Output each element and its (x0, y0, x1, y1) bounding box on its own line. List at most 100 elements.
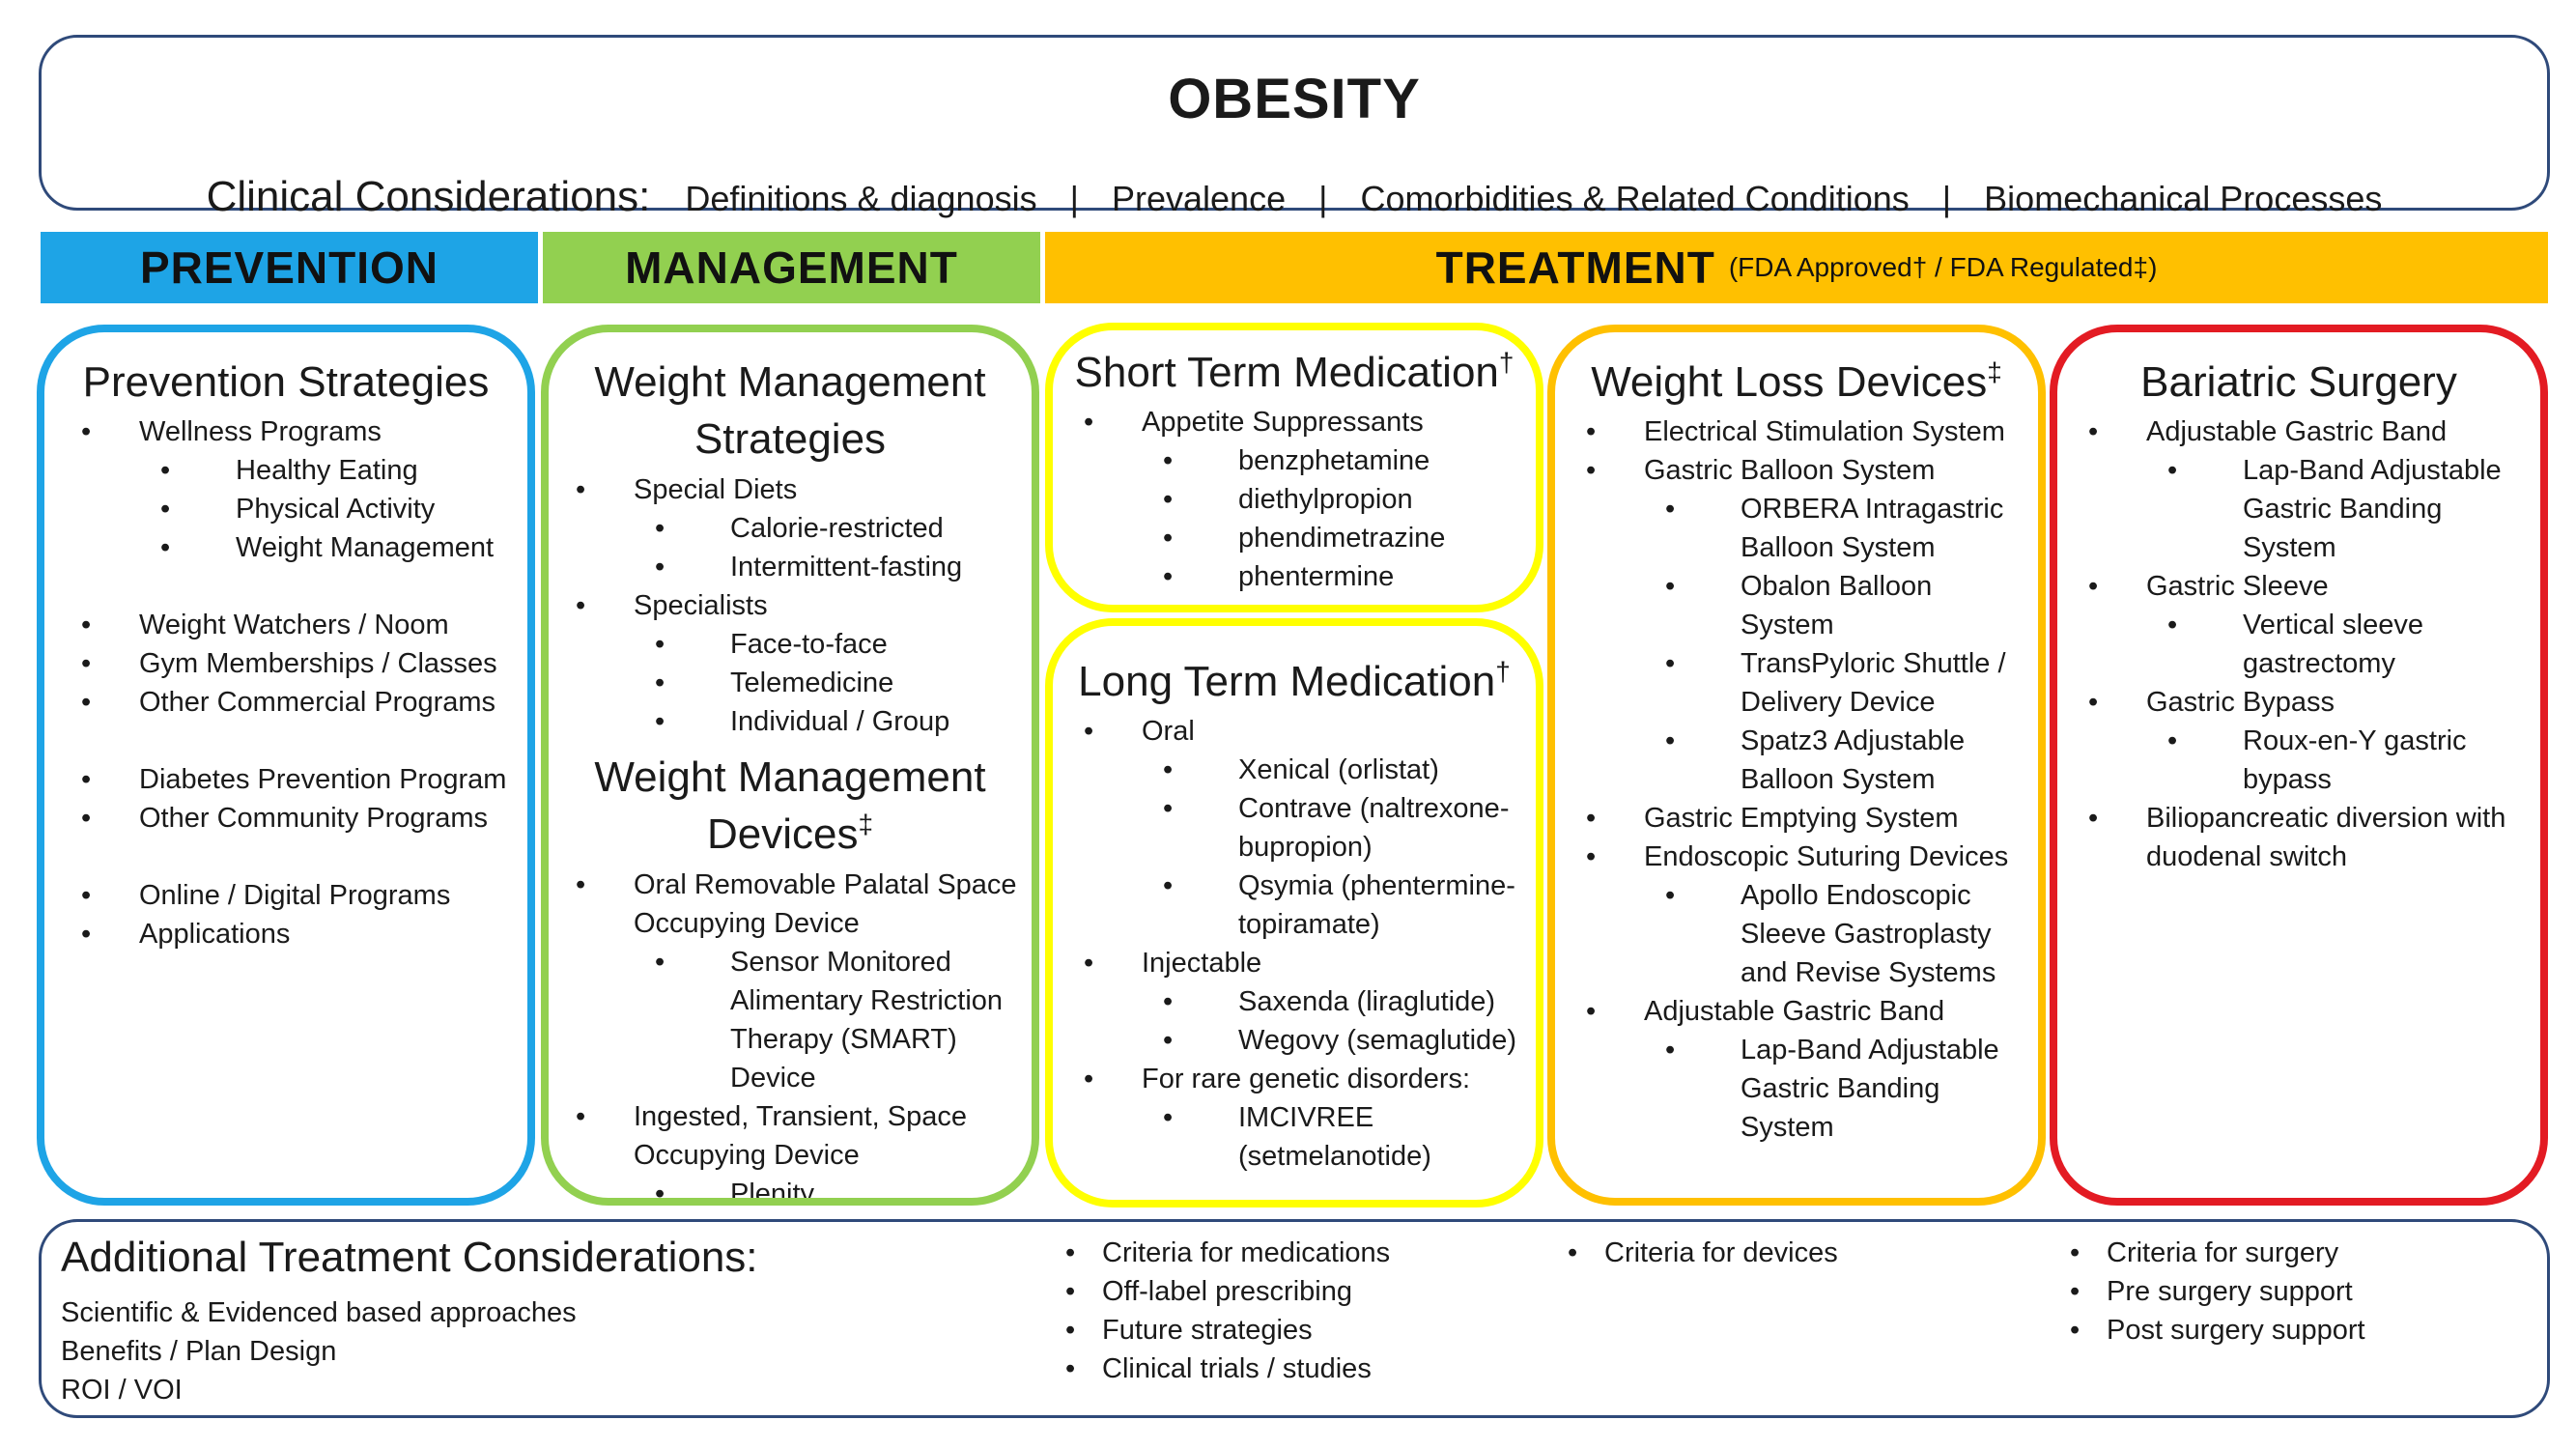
device-considerations: Criteria for devices (1562, 1234, 1838, 1272)
sub-list-item: Contrave (naltrexone-bupropion) (1142, 789, 1526, 867)
list-item: Criteria for surgery (2064, 1234, 2365, 1272)
list-item-label: Specialists (634, 589, 768, 621)
additional-plain-list: Scientific & Evidenced based approaches … (61, 1293, 577, 1409)
medication-considerations: Criteria for medications Off-label presc… (1060, 1234, 1390, 1388)
sub-list: Plenity (554, 1175, 1026, 1198)
sub-list-item: Physical Activity (139, 490, 512, 528)
sub-list-item: Wegovy (semaglutide) (1142, 1021, 1526, 1060)
sub-list-item: diethylpropion (1142, 480, 1526, 519)
sub-list-item: Intermittent-fasting (634, 548, 1026, 586)
list-item: Future strategies (1060, 1311, 1390, 1350)
list-item-label: Injectable (1142, 948, 1262, 980)
sub-list-item: Roux-en-Y gastric bypass (2146, 722, 2531, 799)
category-prevention: PREVENTION (41, 232, 538, 303)
list-item-label: Special Diets (634, 473, 798, 505)
link-comorbidities[interactable]: Comorbidities & Related Conditions (1360, 179, 1910, 218)
list-item: Weight Watchers / Noom (60, 606, 512, 644)
list-item: Wellness ProgramsHealthy EatingPhysical … (60, 412, 512, 567)
list-item: Biliopancreatic diversion with duodenal … (2067, 799, 2531, 876)
list-item-label: Wellness Programs (139, 416, 382, 448)
panel-weight-management: Weight Management Strategies Special Die… (541, 325, 1039, 1206)
page-title: OBESITY (1168, 68, 1421, 130)
category-management: MANAGEMENT (543, 232, 1040, 303)
category-treatment-label: TREATMENT (1435, 242, 1715, 293)
separator: | (1069, 179, 1079, 218)
panel-long-term-medication: Long Term Medication† OralXenical (orlis… (1045, 618, 1543, 1208)
management-devices-list: Oral Removable Palatal Space Occupying D… (554, 866, 1026, 1198)
list-item: Special DietsCalorie-restrictedIntermitt… (554, 470, 1026, 586)
list-item-label: Electrical Stimulation System (1644, 416, 2005, 448)
approved-mark: † (1498, 347, 1514, 378)
list-item-label: Endoscopic Suturing Devices (1644, 841, 2009, 873)
list-item-label: Gastric Sleeve (2146, 571, 2329, 603)
link-biomechanical[interactable]: Biomechanical Processes (1984, 179, 2383, 218)
list-item: Gastric Balloon SystemORBERA Intragastri… (1565, 451, 2028, 799)
surgery-list: Adjustable Gastric BandLap-Band Adjustab… (2067, 412, 2531, 876)
sub-list-item: Lap-Band Adjustable Gastric Banding Syst… (2146, 451, 2531, 567)
list-item: Endoscopic Suturing DevicesApollo Endosc… (1565, 838, 2028, 992)
sub-list-item: Plenity (634, 1175, 1026, 1198)
list-item: Clinical trials / studies (1060, 1350, 1390, 1388)
sub-list-item: IMCIVREE (setmelanotide) (1142, 1098, 1526, 1176)
sub-list: Vertical sleeve gastrectomy (2067, 606, 2531, 683)
list-item: Post surgery support (2064, 1311, 2365, 1350)
sub-list-item: phendimetrazine (1142, 519, 1526, 557)
sub-list-item: TransPyloric Shuttle / Delivery Device (1644, 644, 2028, 722)
list-item-label: Other Commercial Programs (139, 687, 496, 719)
clinical-considerations-label: Clinical Considerations: (206, 173, 651, 220)
management-strategies-list: Special DietsCalorie-restrictedIntermitt… (554, 470, 1026, 741)
regulated-mark: ‡ (858, 809, 874, 839)
additional-item: Benefits / Plan Design (61, 1336, 337, 1367)
list-item-label: Gym Memberships / Classes (139, 648, 497, 680)
list-item: Adjustable Gastric BandLap-Band Adjustab… (1565, 992, 2028, 1147)
list-item: Off-label prescribing (1060, 1272, 1390, 1311)
sub-list: Apollo Endoscopic Sleeve Gastroplasty an… (1565, 876, 2028, 992)
title-text: Weight Loss Devices (1591, 358, 1988, 406)
panel-title: Long Term Medication† (1062, 653, 1526, 710)
link-definitions[interactable]: Definitions & diagnosis (685, 179, 1037, 218)
list-item: Pre surgery support (2064, 1272, 2365, 1311)
list-item: InjectableSaxenda (liraglutide)Wegovy (s… (1062, 944, 1526, 1060)
sub-list-item: benzphetamine (1142, 441, 1526, 480)
list-item: Diabetes Prevention Program (60, 760, 512, 799)
list-item: For rare genetic disorders:IMCIVREE (set… (1062, 1060, 1526, 1176)
panel-title: Bariatric Surgery (2140, 358, 2457, 406)
list-item-label: Gastric Emptying System (1644, 803, 1959, 835)
sub-list: Calorie-restrictedIntermittent-fasting (554, 509, 1026, 586)
long-term-list: OralXenical (orlistat)Contrave (naltrexo… (1062, 712, 1526, 1176)
regulated-mark: ‡ (1987, 356, 2002, 387)
panel-subtitle: Weight Management Devices‡ (554, 749, 1026, 864)
sub-list-item: Xenical (orlistat) (1142, 751, 1526, 789)
additional-item: Scientific & Evidenced based approaches (61, 1297, 577, 1328)
title-text: Short Term Medication (1074, 349, 1499, 396)
panel-title: Prevention Strategies (82, 358, 490, 406)
separator: | (1941, 179, 1952, 218)
panel-prevention-strategies: Prevention Strategies Wellness ProgramsH… (37, 325, 535, 1206)
sub-list: ORBERA Intragastric Balloon SystemObalon… (1565, 490, 2028, 799)
sub-list: Face-to-faceTelemedicineIndividual / Gro… (554, 625, 1026, 741)
panel-title: Short Term Medication† (1062, 344, 1526, 401)
list-item: SpecialistsFace-to-faceTelemedicineIndiv… (554, 586, 1026, 741)
sub-list: Sensor Monitored Alimentary Restriction … (554, 943, 1026, 1097)
additional-considerations-box: Additional Treatment Considerations: Sci… (39, 1219, 2550, 1418)
list-item: Gastric Emptying System (1565, 799, 2028, 838)
title-line: Devices (706, 810, 859, 859)
list-item: Electrical Stimulation System (1565, 412, 2028, 451)
list-item: Gastric BypassRoux-en-Y gastric bypass (2067, 683, 2531, 799)
sub-list-item: Spatz3 Adjustable Balloon System (1644, 722, 2028, 799)
link-prevalence[interactable]: Prevalence (1111, 179, 1287, 218)
sub-list-item: Sensor Monitored Alimentary Restriction … (634, 943, 1026, 1097)
list-item-label: Ingested, Transient, Space Occupying Dev… (634, 1100, 967, 1171)
sub-list: Xenical (orlistat)Contrave (naltrexone-b… (1062, 751, 1526, 944)
list-item-label: Oral Removable Palatal Space Occupying D… (634, 868, 1017, 939)
title-line: Weight Management (594, 753, 986, 801)
list-item-label: Applications (139, 919, 291, 951)
surgery-considerations: Criteria for surgery Pre surgery support… (2064, 1234, 2365, 1350)
sub-list: Roux-en-Y gastric bypass (2067, 722, 2531, 799)
sub-list-item: Saxenda (liraglutide) (1142, 982, 1526, 1021)
list-item-label: Appetite Suppressants (1142, 407, 1424, 439)
sub-list: Healthy EatingPhysical ActivityWeight Ma… (60, 451, 512, 567)
panel-title: Weight Management Strategies (554, 354, 1026, 469)
list-item-label: For rare genetic disorders: (1142, 1064, 1471, 1095)
obesity-header-box: OBESITY Clinical Considerations: Definit… (39, 35, 2550, 220)
